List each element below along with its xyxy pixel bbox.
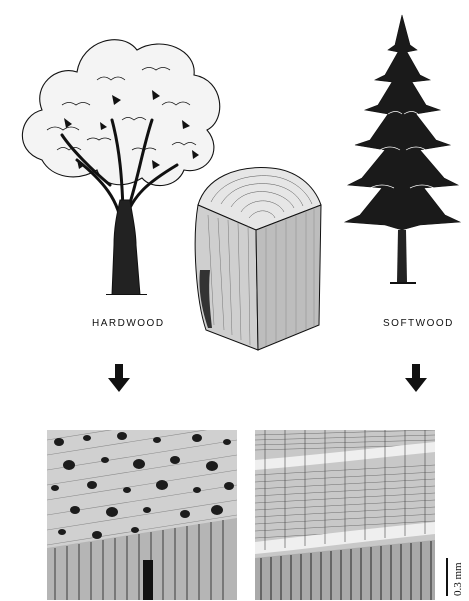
hardwood-label: HARDWOOD — [92, 318, 165, 329]
wood-block-illustration — [186, 160, 326, 355]
scale-bar — [446, 558, 448, 596]
softwood-micrograph — [255, 430, 435, 600]
hardwood-micrograph — [47, 430, 237, 600]
scale-label: 0.3 mm — [452, 562, 464, 596]
softwood-label: SOFTWOOD — [383, 318, 454, 329]
down-arrow-icon — [405, 364, 427, 392]
softwood-tree-illustration — [340, 10, 465, 290]
down-arrow-icon — [108, 364, 130, 392]
